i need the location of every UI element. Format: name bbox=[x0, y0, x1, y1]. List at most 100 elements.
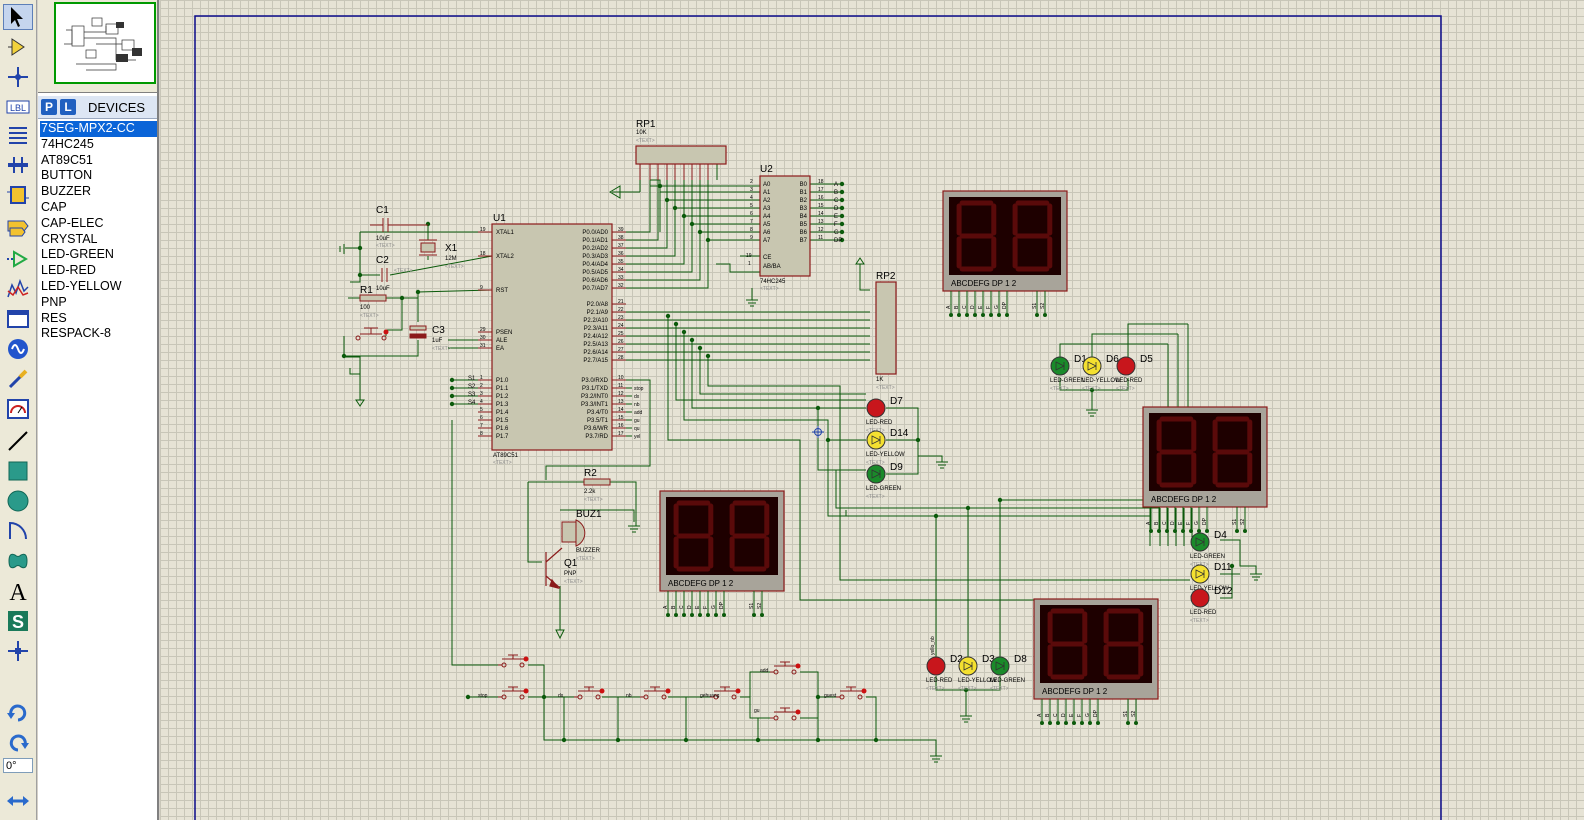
tape-icon[interactable] bbox=[3, 306, 33, 332]
led-ref: D9 bbox=[890, 462, 903, 473]
symbol-icon[interactable]: S bbox=[3, 608, 33, 634]
r2-resistor[interactable] bbox=[583, 478, 611, 486]
display-pin-label: E bbox=[1069, 713, 1075, 717]
device-item[interactable]: BUZZER bbox=[41, 184, 91, 199]
probe-icon[interactable] bbox=[3, 366, 33, 392]
r1-ref: R1 bbox=[360, 285, 373, 296]
btn-label-gehuang: gehuang bbox=[700, 693, 720, 699]
device-item[interactable]: LED-GREEN bbox=[41, 247, 114, 262]
pick-devices-button[interactable]: P bbox=[41, 99, 57, 115]
mirror-icon[interactable] bbox=[3, 788, 33, 814]
reset-button[interactable] bbox=[355, 327, 389, 341]
u2-out-label: C bbox=[834, 198, 839, 204]
p3-net-nb: nb bbox=[634, 402, 640, 408]
push-buttons[interactable] bbox=[498, 654, 867, 721]
u1-pin-label: P0.0/AD0 bbox=[582, 230, 608, 236]
u2-pin-num: 15 bbox=[818, 203, 824, 209]
led-yellow-icon bbox=[866, 430, 886, 450]
u1-pin-num: 25 bbox=[618, 331, 624, 337]
arc-icon[interactable] bbox=[3, 518, 33, 544]
display-pin-label: B bbox=[1045, 713, 1051, 717]
rp1-respack[interactable]: RP1 10K <TEXT> bbox=[635, 119, 727, 180]
u1-chip[interactable]: U1 AT89C51 <TEXT> XTAL119XTAL218RST9PSEN… bbox=[478, 213, 626, 466]
u2-out-label: G bbox=[834, 230, 839, 236]
device-item[interactable]: 74HC245 bbox=[41, 136, 94, 151]
device-item[interactable]: CAP-ELEC bbox=[41, 215, 104, 230]
r1-resistor[interactable] bbox=[359, 294, 387, 302]
label-icon[interactable]: LBL bbox=[3, 94, 33, 120]
text-script-icon[interactable] bbox=[3, 122, 33, 148]
c3-value: 1uF bbox=[432, 338, 443, 344]
device-item[interactable]: CAP bbox=[41, 199, 67, 214]
device-item[interactable]: PNP bbox=[41, 294, 67, 309]
btn-label-dx: dx bbox=[558, 693, 564, 699]
device-item[interactable]: 7SEG-MPX2-CC bbox=[40, 121, 157, 137]
c3-capacitor[interactable] bbox=[409, 325, 427, 339]
u1-pin-label: ALE bbox=[496, 338, 507, 344]
text-icon[interactable]: A bbox=[3, 578, 33, 604]
buzzer[interactable] bbox=[561, 519, 586, 547]
overview-thumbnail[interactable] bbox=[54, 2, 156, 84]
x1-crystal[interactable] bbox=[419, 239, 437, 256]
u2-pin-num: 8 bbox=[750, 227, 753, 233]
device-item[interactable]: RESPACK-8 bbox=[41, 326, 111, 341]
u2-pin-num: 16 bbox=[818, 195, 824, 201]
s1-label: S1 bbox=[468, 376, 476, 382]
instrument-icon[interactable] bbox=[3, 396, 33, 422]
leds[interactable]: D7LED-RED<TEXT>D14LED-YELLOW<TEXT>D9LED-… bbox=[866, 354, 1233, 692]
display-pin-label: F bbox=[986, 306, 992, 309]
u2-pin-label: A1 bbox=[763, 190, 771, 196]
led-value: LED-RED bbox=[1116, 378, 1143, 384]
marker-icon[interactable] bbox=[3, 638, 33, 664]
btn-label-add: add bbox=[760, 668, 769, 674]
graph-icon[interactable] bbox=[3, 276, 33, 302]
p3-net-qu: qu bbox=[634, 426, 640, 432]
svg-text:S: S bbox=[12, 612, 24, 632]
led-yellow-icon bbox=[958, 656, 978, 676]
rp2-respack[interactable]: RP2 1K <TEXT> bbox=[875, 271, 897, 391]
device-item[interactable]: LED-YELLOW bbox=[41, 278, 122, 293]
component-icon[interactable] bbox=[3, 34, 33, 60]
q1-transistor[interactable] bbox=[545, 547, 563, 589]
u1-pin-label: P0.2/AD2 bbox=[582, 246, 608, 252]
generator-icon[interactable] bbox=[3, 336, 33, 362]
device-item[interactable]: AT89C51 bbox=[41, 152, 93, 167]
terminal-icon[interactable] bbox=[3, 214, 33, 240]
u1-value: AT89C51 bbox=[493, 453, 519, 459]
c1-capacitor[interactable] bbox=[370, 218, 428, 232]
pin-icon[interactable] bbox=[3, 246, 33, 272]
device-item[interactable]: LED-RED bbox=[41, 263, 96, 278]
box-icon[interactable] bbox=[3, 458, 33, 484]
select-icon[interactable] bbox=[3, 4, 33, 30]
library-manager-button[interactable]: L bbox=[60, 99, 76, 115]
led-text: <TEXT> bbox=[1082, 386, 1101, 392]
path-icon[interactable] bbox=[3, 548, 33, 574]
rotate-ccw-icon[interactable] bbox=[3, 730, 33, 756]
line-icon[interactable] bbox=[3, 428, 33, 454]
led-ref: D1 bbox=[1074, 354, 1087, 365]
circle-icon[interactable] bbox=[3, 488, 33, 514]
u1-pin-label: P1.2 bbox=[496, 394, 509, 400]
rotate-cw-icon[interactable] bbox=[3, 700, 33, 726]
subcircuit-icon[interactable] bbox=[3, 182, 33, 208]
p3-net-gu: gu bbox=[634, 418, 640, 424]
bus-icon[interactable] bbox=[3, 152, 33, 178]
junction-icon[interactable] bbox=[3, 64, 33, 90]
rotation-field[interactable]: 0° bbox=[3, 758, 33, 773]
device-item[interactable]: BUTTON bbox=[41, 168, 93, 183]
device-item[interactable]: RES bbox=[41, 310, 67, 325]
schematic-drawing[interactable]: U1 AT89C51 <TEXT> XTAL119XTAL218RST9PSEN… bbox=[160, 0, 1584, 820]
overview-pane[interactable] bbox=[38, 0, 157, 93]
led-value: LED-RED bbox=[866, 420, 893, 426]
device-item[interactable]: CRYSTAL bbox=[41, 231, 98, 246]
c2-capacitor[interactable] bbox=[381, 268, 388, 282]
u1-pin-label: P0.4/AD4 bbox=[582, 262, 608, 268]
u1-pin-label: P3.7/RD bbox=[585, 434, 608, 440]
c1-text: <TEXT> bbox=[376, 243, 395, 249]
